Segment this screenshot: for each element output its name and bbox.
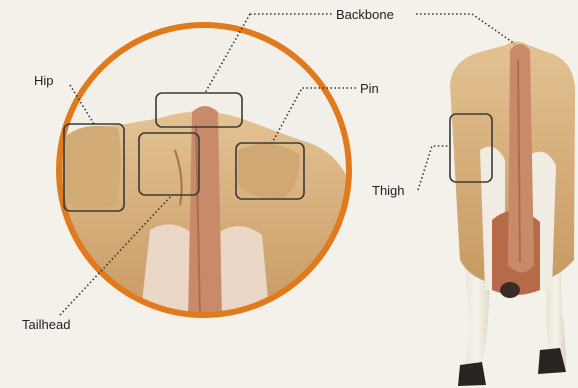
tailhead-label: Tailhead (22, 318, 70, 331)
hip-label: Hip (34, 74, 54, 87)
cow-rear-view (450, 42, 575, 387)
pin-label: Pin (360, 82, 379, 95)
backbone-label: Backbone (336, 8, 394, 21)
thigh-label: Thigh (372, 184, 405, 197)
